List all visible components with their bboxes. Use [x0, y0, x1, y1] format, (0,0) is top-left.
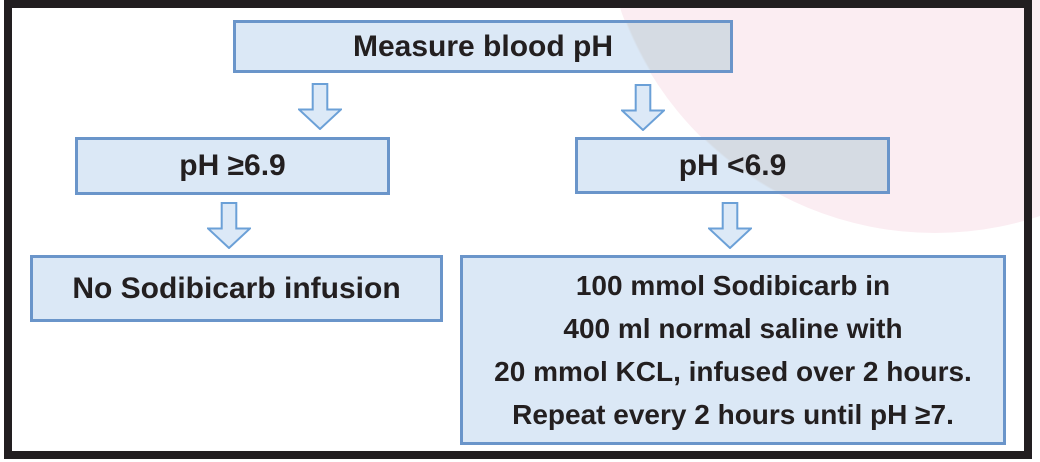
- node-ph-ge-6-9-label: pH ≥6.9: [179, 149, 286, 182]
- node-no-sodibicarb-infusion-label: No Sodibicarb infusion: [72, 271, 401, 305]
- node-ph-lt-6-9: pH <6.9: [575, 137, 890, 194]
- down-arrow-icon-root-to-right: [621, 84, 665, 131]
- node-no-sodibicarb-infusion: No Sodibicarb infusion: [30, 255, 443, 322]
- down-arrow-icon-root-to-left: [298, 83, 342, 130]
- down-arrow-icon-right-to-action: [708, 202, 752, 249]
- node-ph-lt-6-9-label: pH <6.9: [678, 148, 787, 182]
- node-measure-blood-ph: Measure blood pH: [233, 20, 733, 73]
- node-measure-blood-ph-label: Measure blood pH: [352, 29, 614, 63]
- node-sodibicarb-infusion-protocol: 100 mmol Sodibicarb in 400 ml normal sal…: [460, 255, 1006, 445]
- protocol-line-2: 400 ml normal saline with: [563, 313, 903, 344]
- down-arrow-icon-left-to-action: [207, 202, 251, 249]
- protocol-line-4: Repeat every 2 hours until pH ≥7.: [512, 399, 954, 430]
- protocol-line-1: 100 mmol Sodibicarb in: [575, 270, 891, 301]
- protocol-line-3: 20 mmol KCL, infused over 2 hours.: [494, 356, 972, 387]
- node-ph-ge-6-9: pH ≥6.9: [75, 137, 390, 195]
